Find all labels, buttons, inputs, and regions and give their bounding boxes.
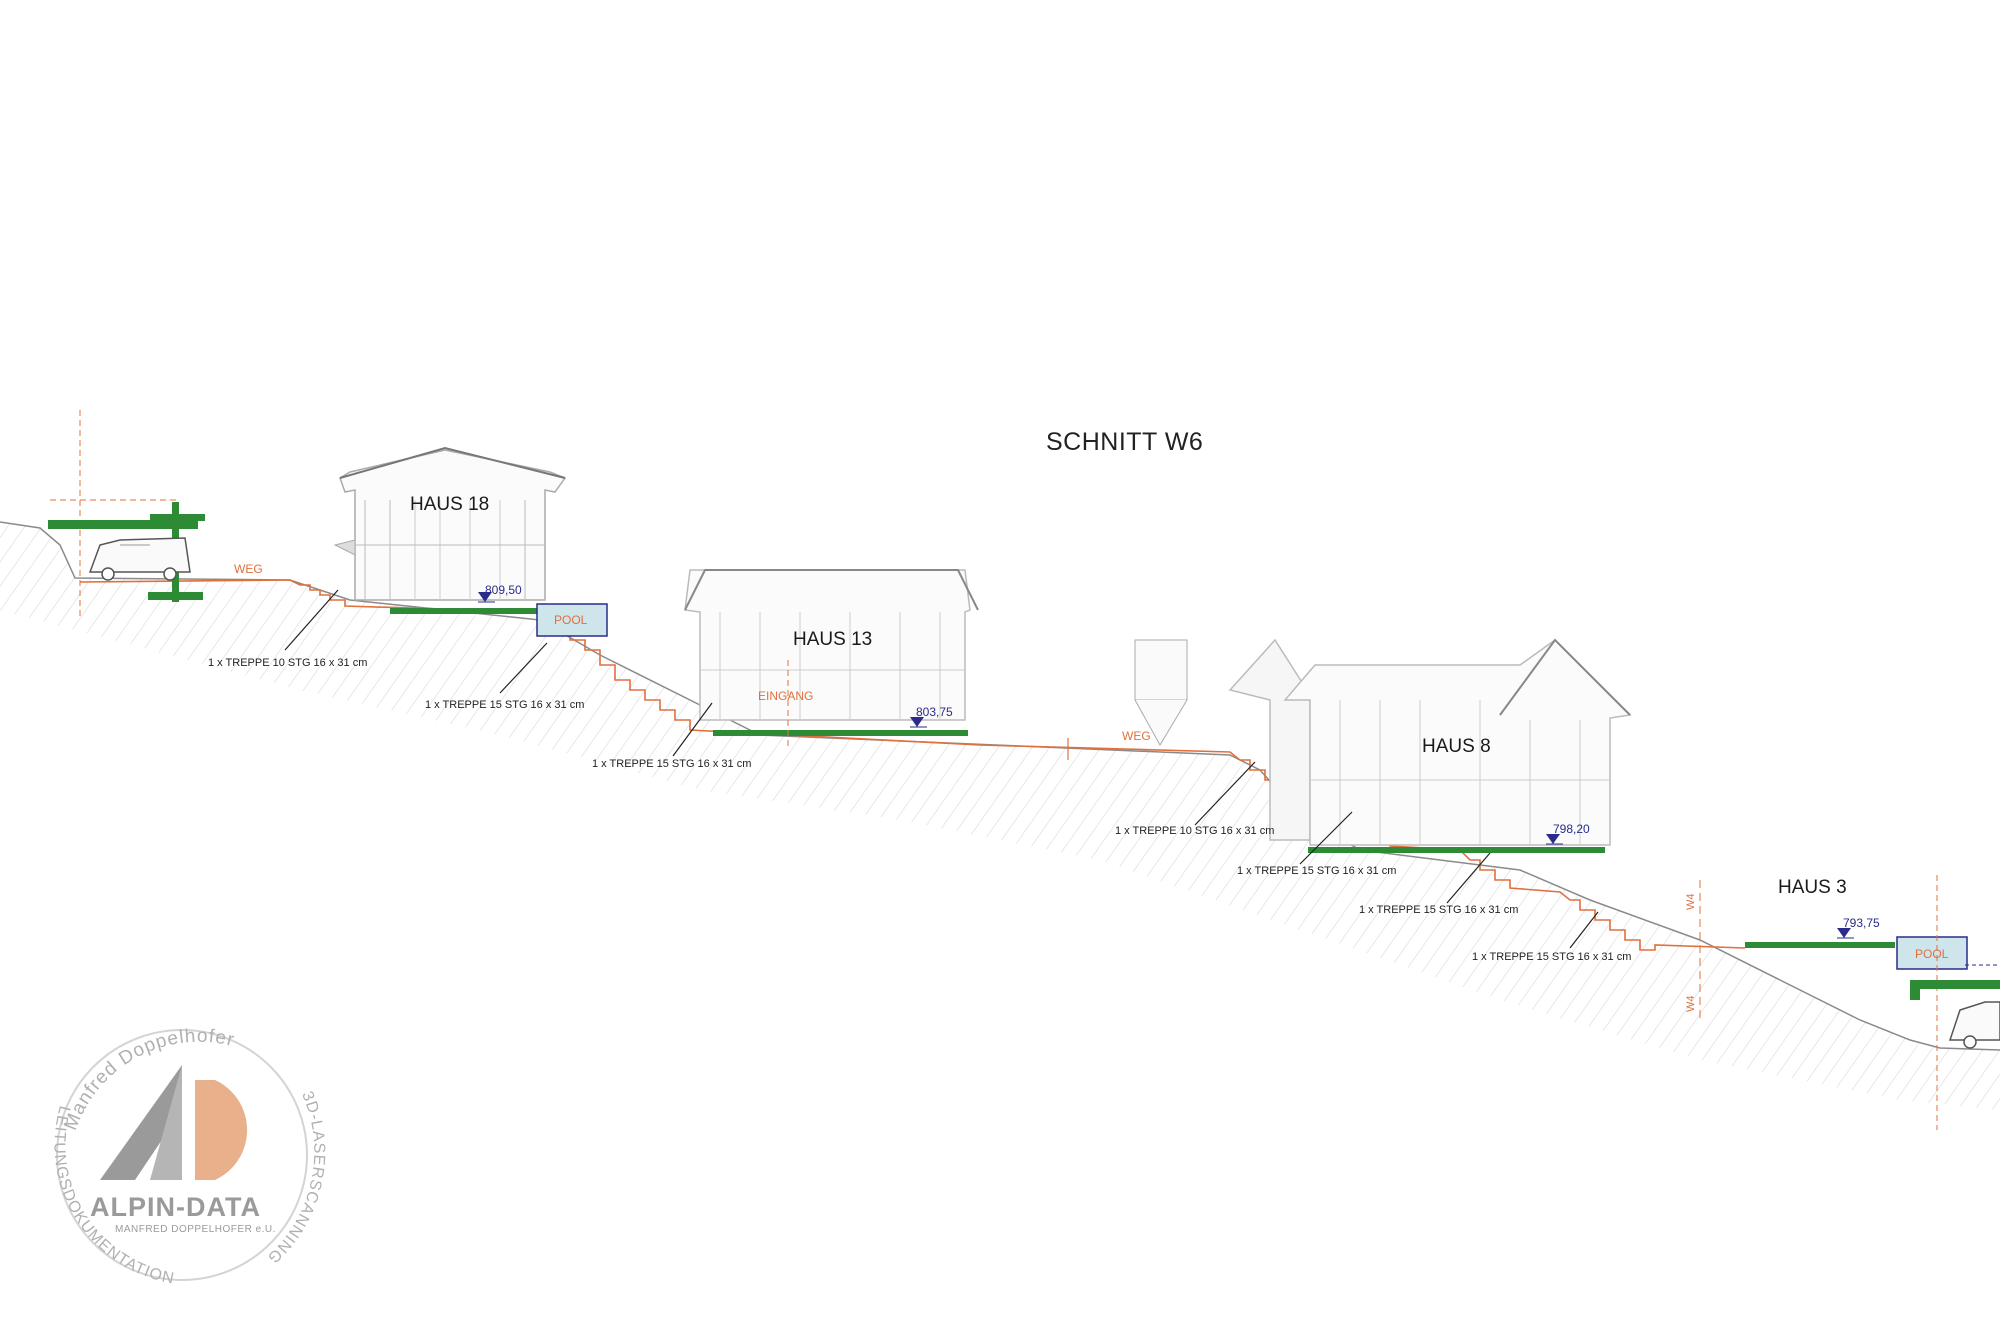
pool-1-label: POOL [554, 613, 588, 627]
stair-label-7: 1 x TREPPE 15 STG 16 x 31 cm [1472, 951, 1631, 963]
elevation-label-13: 803,75 [916, 705, 953, 719]
stair-label-5: 1 x TREPPE 15 STG 16 x 31 cm [1237, 865, 1396, 877]
elevation-label-18: 809,50 [485, 583, 522, 597]
weg-label-2: WEG [1122, 729, 1151, 743]
pool-2-label: POOL [1915, 947, 1949, 961]
elevation-label-3: 793,75 [1843, 916, 1880, 930]
section-title: SCHNITT W6 [1046, 428, 1203, 456]
terrain-line [0, 521, 2000, 1051]
alpin-data-logo: Manfred Doppelhofer LEITUNGSDOKUMENTATIO… [50, 1026, 326, 1288]
stair-label-3: 1 x TREPPE 15 STG 16 x 31 cm [592, 758, 751, 770]
house-18-sketch [333, 446, 567, 614]
terrain-hatch [0, 522, 2000, 1110]
house-label-3: HAUS 3 [1778, 877, 1847, 898]
weg-label-1: WEG [234, 562, 263, 576]
logo-subtitle: MANFRED DOPPELHOFER e.U. [115, 1224, 276, 1235]
stair-label-1: 1 x TREPPE 10 STG 16 x 31 cm [208, 657, 367, 669]
carport-left [48, 410, 205, 620]
elevation-markers [478, 592, 1854, 939]
house-13-sketch [684, 569, 979, 750]
stair-label-2: 1 x TREPPE 15 STG 16 x 31 cm [425, 699, 584, 711]
eingang-label: EINGANG [758, 689, 813, 703]
stair-leaders [284, 589, 1599, 949]
stair-label-6: 1 x TREPPE 15 STG 16 x 31 cm [1359, 904, 1518, 916]
w4-label-bottom: W4 [1685, 996, 1697, 1013]
stair-label-4: 1 x TREPPE 10 STG 16 x 31 cm [1115, 825, 1274, 837]
elevation-label-8: 798,20 [1553, 822, 1590, 836]
house-8-sketch [1228, 638, 1632, 853]
pool-1: POOL [536, 603, 608, 637]
house-label-8: HAUS 8 [1422, 736, 1491, 757]
house-3-area: POOL [1745, 875, 2000, 1130]
house-label-13: HAUS 13 [793, 629, 872, 650]
w4-label-top: W4 [1685, 894, 1697, 911]
silo [1067, 639, 1188, 760]
logo-name: ALPIN-DATA [90, 1192, 261, 1222]
house-label-18: HAUS 18 [410, 494, 489, 515]
